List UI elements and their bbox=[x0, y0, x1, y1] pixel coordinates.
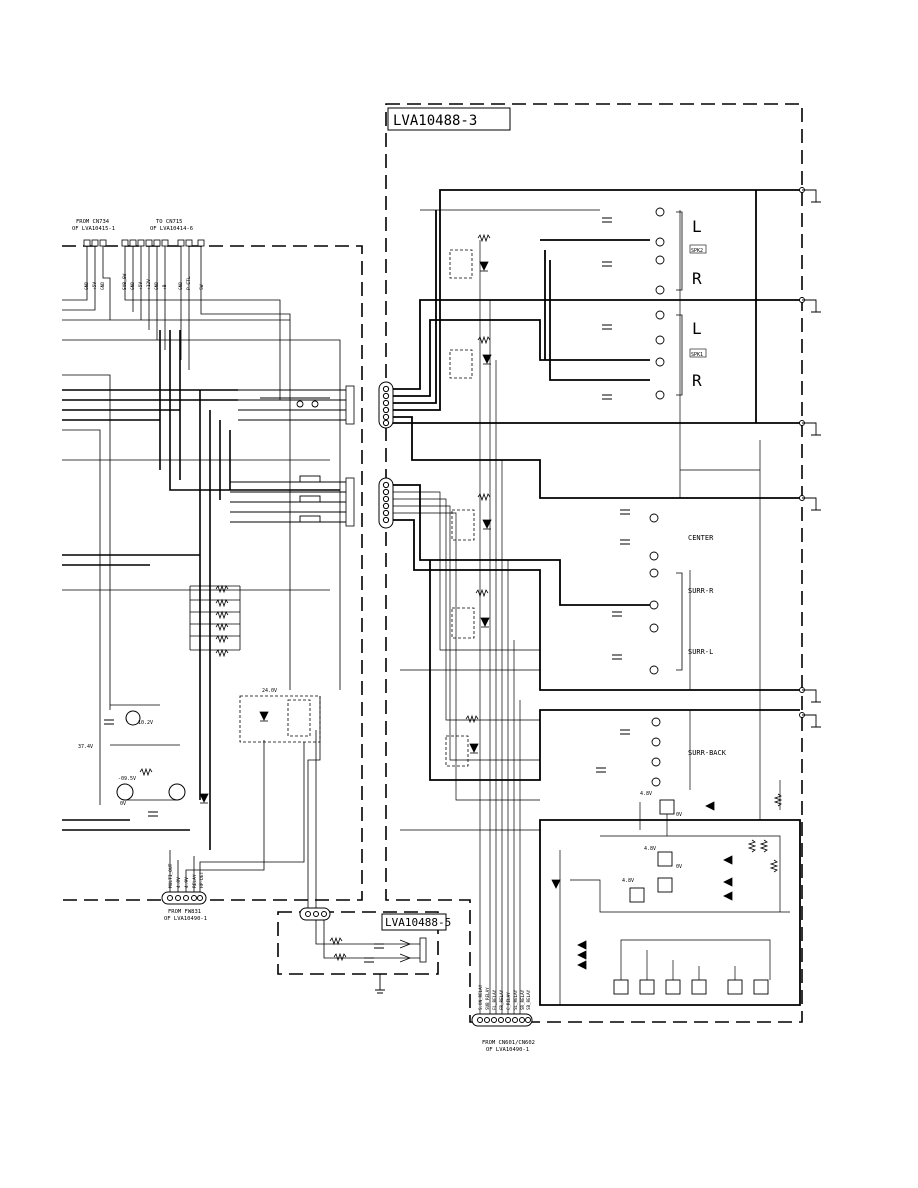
svg-text:MULTI_OUT: MULTI_OUT bbox=[168, 863, 174, 888]
svg-text:-09.5V: -09.5V bbox=[118, 776, 136, 782]
svg-text:0V: 0V bbox=[676, 812, 682, 818]
svg-text:4.8V: 4.8V bbox=[640, 791, 652, 797]
from-cn734-label: FROM CN734 bbox=[76, 219, 110, 225]
speaker-label-surr-l: SURR-L bbox=[688, 648, 713, 656]
from-fw831-of-label: OF LVA10490-1 bbox=[164, 916, 207, 922]
svg-text:4.9V: 4.9V bbox=[184, 877, 190, 888]
transistors bbox=[116, 710, 186, 801]
board-label-main: LVA10488-3 bbox=[387, 107, 511, 131]
bottom-center-signal-labels: S.ON_RELAY SUB_RELAY FL_RELAY FR_RELAY C… bbox=[478, 984, 531, 1010]
driver-row-wires bbox=[559, 802, 790, 1005]
speaker-terminals bbox=[649, 187, 805, 787]
svg-text:4.8V: 4.8V bbox=[176, 877, 182, 888]
top-pin-labels: GND +5V GND SUB_SW GND +5V +12V GND +B G… bbox=[84, 273, 205, 290]
sub-board-label: LVA10488-5 bbox=[385, 916, 451, 929]
svg-text:SW: SW bbox=[199, 284, 205, 290]
svg-text:FR_RELAY: FR_RELAY bbox=[499, 989, 504, 1010]
svg-text:SB_RELAY: SB_RELAY bbox=[526, 989, 531, 1010]
svg-text:HP-DET: HP-DET bbox=[199, 871, 205, 888]
speaker-label-center: CENTER bbox=[688, 534, 714, 542]
spk2-label: SPK2 bbox=[691, 248, 703, 254]
svg-text:24.0V: 24.0V bbox=[262, 688, 277, 694]
board-label-sub: LVA10488-5 bbox=[381, 913, 451, 931]
from-fw831-label: FROM FW831 bbox=[168, 909, 201, 915]
board-outlines bbox=[62, 103, 803, 1023]
speaker-label-surr-back: SURR-BACK bbox=[688, 749, 727, 757]
speaker-brackets bbox=[676, 211, 683, 671]
svg-text:4.8V: 4.8V bbox=[644, 846, 656, 852]
svg-text:S.ON_RELAY: S.ON_RELAY bbox=[478, 984, 483, 1010]
from-cn601-label: FROM CN601/CN602 bbox=[482, 1040, 535, 1046]
svg-text:RELAY: RELAY bbox=[192, 874, 198, 888]
driver-transistor-row bbox=[613, 799, 769, 995]
from-cn734-of-label: OF LVA10415-1 bbox=[72, 226, 115, 232]
relay-cluster-upper bbox=[230, 389, 346, 523]
from-cn601-of-label: OF LVA10490-1 bbox=[486, 1047, 529, 1053]
svg-text:0V: 0V bbox=[120, 801, 126, 807]
sub-board-connector bbox=[299, 907, 331, 921]
bottom-left-wires bbox=[110, 696, 321, 908]
speaker-label-l2: L bbox=[692, 319, 702, 338]
speaker-label-surr-r: SURR-R bbox=[688, 587, 714, 595]
svg-text:GND: GND bbox=[100, 282, 106, 290]
bottom-left-signal-labels: MULTI_OUT 4.8V 4.9V RELAY HP-DET bbox=[168, 863, 205, 888]
speaker-label-l1: L bbox=[692, 217, 702, 236]
to-cn715-of-label: OF LVA10414-6 bbox=[150, 226, 193, 232]
ground-symbols bbox=[375, 189, 821, 994]
svg-text:10.2V: 10.2V bbox=[138, 720, 153, 726]
svg-text:4.8V: 4.8V bbox=[622, 878, 634, 884]
main-board-label: LVA10488-3 bbox=[393, 113, 477, 129]
svg-text:FL_RELAY: FL_RELAY bbox=[492, 989, 497, 1010]
resistors bbox=[139, 233, 783, 962]
svg-text:SUB_RELAY: SUB_RELAY bbox=[485, 987, 490, 1010]
bottom-left-connector bbox=[161, 891, 207, 905]
svg-text:37.4V: 37.4V bbox=[78, 744, 93, 750]
to-cn715-label: TO CN715 bbox=[156, 219, 183, 225]
speaker-label-r1: R bbox=[692, 269, 702, 288]
sub-board-parts bbox=[315, 920, 427, 963]
svg-text:SL_RELAY: SL_RELAY bbox=[513, 989, 518, 1010]
capacitors bbox=[104, 217, 630, 963]
round-connector-top bbox=[378, 381, 394, 429]
top-pin-header bbox=[83, 239, 205, 247]
spk1-label: SPK1 bbox=[691, 352, 703, 358]
svg-text:SR_RELAY: SR_RELAY bbox=[520, 989, 525, 1010]
speaker-label-r2: R bbox=[692, 371, 702, 390]
diodes bbox=[199, 261, 733, 970]
round-connector-middle bbox=[378, 477, 394, 529]
main-board-thick-wires bbox=[393, 189, 801, 1006]
voltage-annotations: 4.8V 4.8V 4.8V 0V 0V 24.0V 37.4V 10.2V -… bbox=[78, 688, 682, 884]
bottom-center-connector bbox=[471, 1013, 533, 1027]
mid-connector-blocks bbox=[345, 385, 355, 527]
left-wiring-thin bbox=[62, 246, 341, 805]
main-board-thin-wires bbox=[393, 209, 781, 1014]
svg-text:C_RELAY: C_RELAY bbox=[506, 992, 511, 1010]
left-wiring-thick bbox=[62, 330, 340, 850]
svg-text:0V: 0V bbox=[676, 864, 682, 870]
